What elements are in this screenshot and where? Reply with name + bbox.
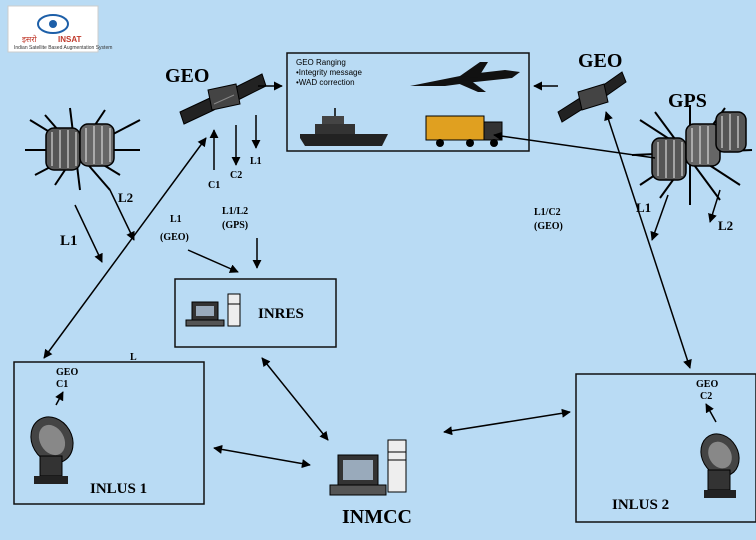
arrow-gps-to-services bbox=[493, 131, 656, 159]
truck-icon bbox=[425, 115, 503, 147]
aircraft-icon bbox=[410, 62, 520, 92]
inlus1-label: INLUS 1 bbox=[90, 481, 147, 497]
l1-geo-bottom-label: (GEO) bbox=[160, 232, 189, 243]
geo-satellite-left-icon bbox=[179, 73, 267, 125]
l2-left-label: L2 bbox=[118, 190, 133, 205]
arrow-l2-right-cluster bbox=[708, 189, 721, 223]
arrow-geo-left-inlus1 bbox=[43, 137, 207, 359]
l1l2-gps-bottom-label: (GPS) bbox=[222, 220, 248, 231]
l1c2-geo-top-label: L1/C2 bbox=[534, 207, 561, 218]
logo-caption: Indian Satellite Based Augmentation Syst… bbox=[14, 45, 112, 51]
inlus1-geo-label: GEO bbox=[56, 367, 78, 378]
l1-geo-top-label: L1 bbox=[170, 214, 182, 225]
inlus2-geo-label: GEO bbox=[696, 379, 718, 390]
inres-label: INRES bbox=[258, 306, 304, 322]
services-box: GEO Ranging •Integrity message •WAD corr… bbox=[286, 52, 530, 152]
inlus1-box: INLUS 1 GEO C1 bbox=[13, 361, 205, 505]
inlus2-label: INLUS 2 bbox=[612, 497, 669, 513]
arrows bbox=[43, 81, 721, 469]
c1-label: C1 bbox=[208, 180, 220, 191]
l1c2-geo-bottom-label: (GEO) bbox=[534, 221, 563, 232]
arrow-inlus1-geo-c1 bbox=[55, 391, 64, 406]
service-integrity-message: •Integrity message bbox=[296, 68, 362, 77]
inlus2-c2-label: C2 bbox=[700, 391, 712, 402]
arrow-inmcc-inlus2 bbox=[443, 408, 571, 436]
inmcc-computer-icon bbox=[329, 439, 407, 496]
service-wad-correction: •WAD correction bbox=[296, 78, 355, 87]
l1l2-gps-top-label: L1/L2 bbox=[222, 206, 248, 217]
logo-left-text: इसरो bbox=[22, 34, 38, 44]
arrow-inlus1-inmcc bbox=[213, 444, 311, 469]
geo-left-label: GEO bbox=[165, 65, 209, 87]
c2-label: C2 bbox=[230, 170, 242, 181]
logo-right-text: INSAT bbox=[58, 35, 82, 44]
geo-satellite-right-icon bbox=[557, 71, 627, 123]
arrow-geo-right-inlus2 bbox=[604, 111, 692, 369]
gps-right-label: GPS bbox=[668, 90, 707, 112]
geo-right-label: GEO bbox=[578, 50, 622, 72]
inlus2-box: INLUS 2 GEO C2 bbox=[575, 373, 756, 523]
dish-antenna-right-icon bbox=[700, 433, 740, 498]
inmcc-label: INMCC bbox=[342, 506, 412, 528]
arrow-inres-inmcc bbox=[261, 357, 329, 441]
inlus1-c1-label: C1 bbox=[56, 379, 68, 390]
dish-antenna-left-icon bbox=[30, 416, 74, 484]
ship-icon bbox=[300, 108, 388, 146]
logo-orbit-icon bbox=[37, 14, 69, 34]
l1-left-label: L1 bbox=[60, 233, 78, 249]
l1-down-label: L1 bbox=[250, 156, 262, 167]
l-small-label: L bbox=[130, 352, 137, 363]
l2-right-label: L2 bbox=[718, 218, 733, 233]
l1-right-label: L1 bbox=[636, 200, 651, 215]
service-geo-ranging: GEO Ranging bbox=[296, 58, 346, 67]
arrow-inlus2-geo-c2 bbox=[705, 403, 717, 423]
logo: इसरो INSAT Indian Satellite Based Augmen… bbox=[7, 5, 112, 53]
inres-box: INRES bbox=[174, 278, 337, 348]
